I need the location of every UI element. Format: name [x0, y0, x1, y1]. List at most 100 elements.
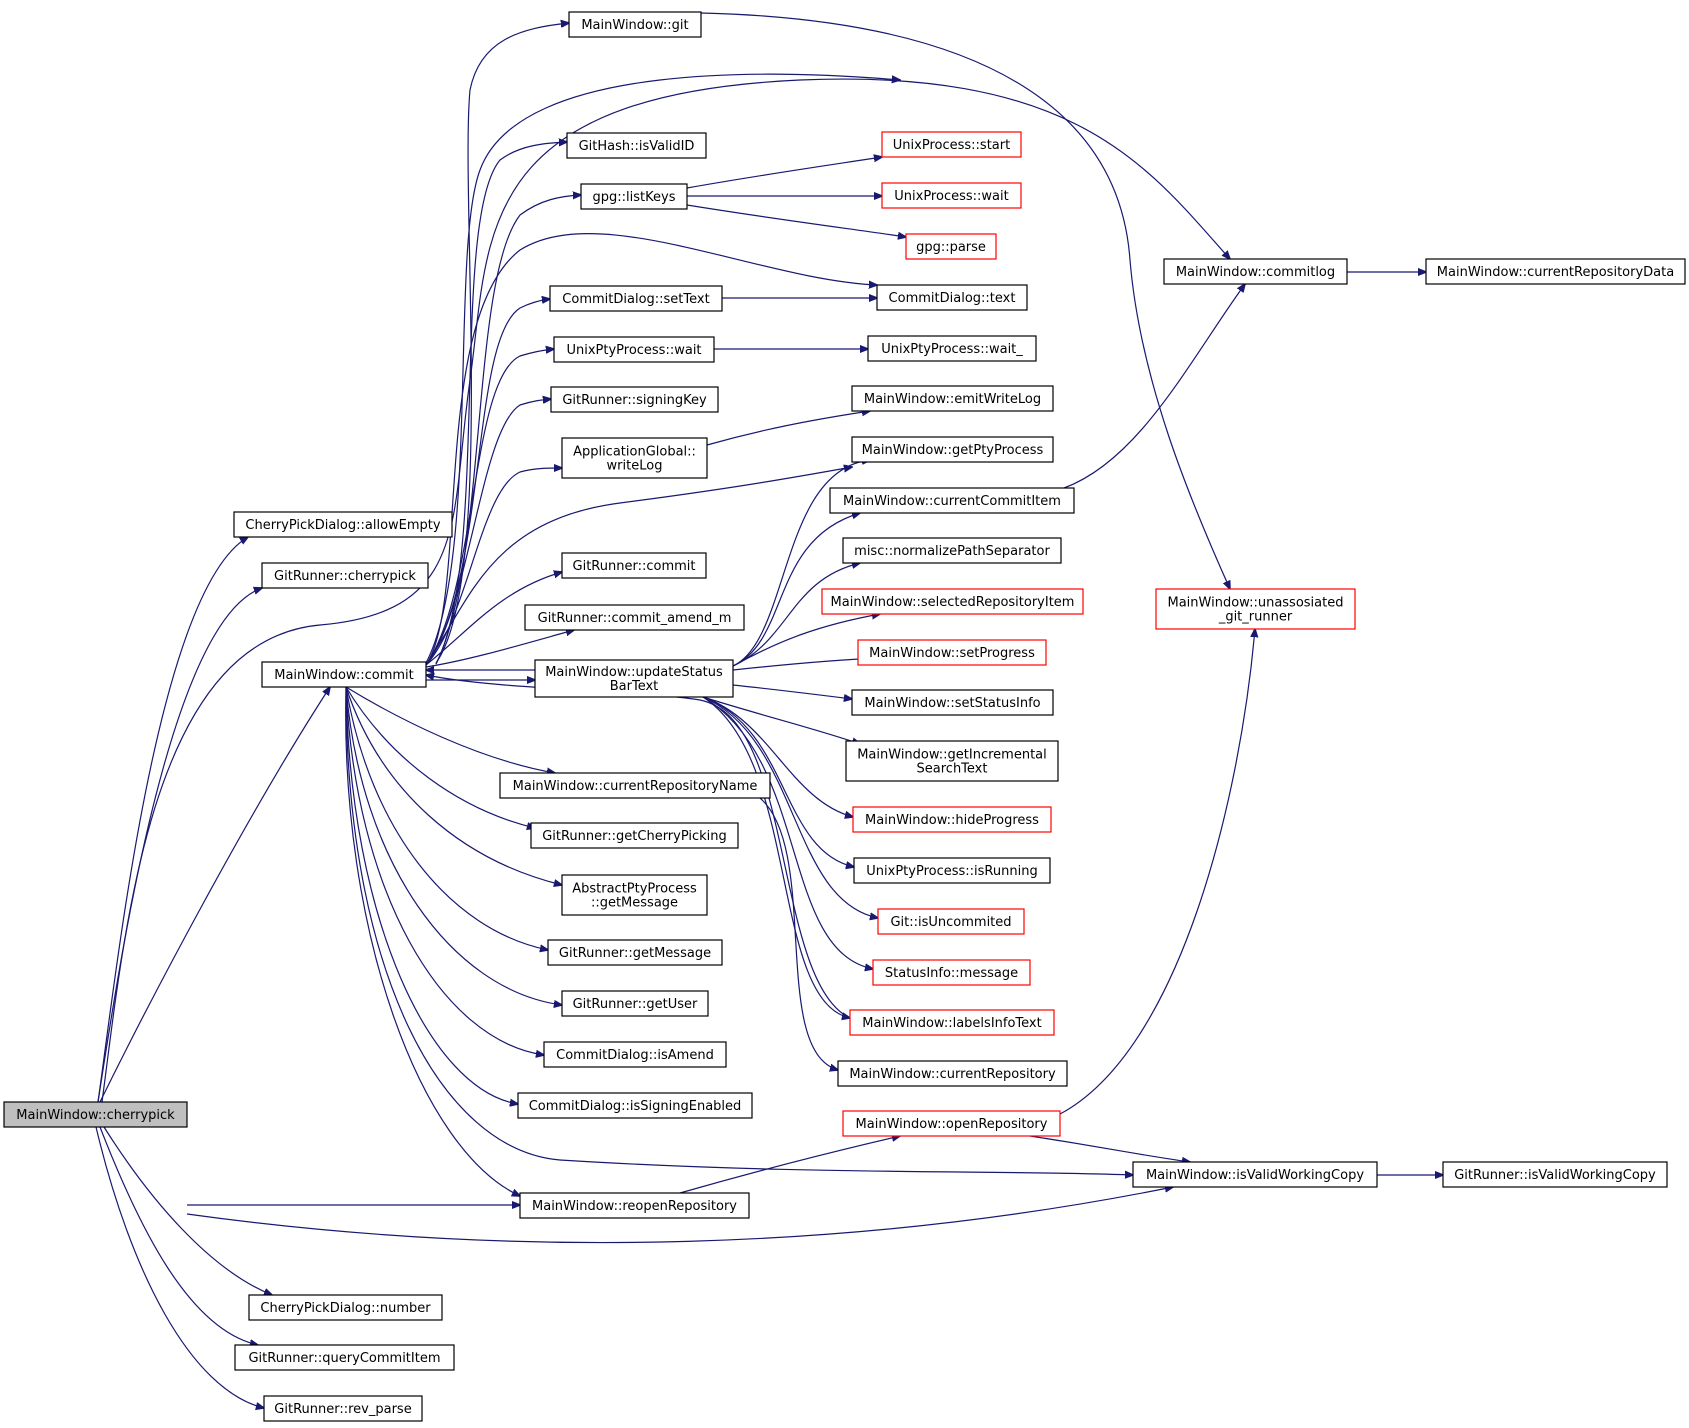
graph-node-getPtyProcess[interactable]: MainWindow::getPtyProcess — [851, 436, 1054, 463]
node-box — [499, 772, 771, 799]
graph-node-currentRepository[interactable]: MainWindow::currentRepository — [837, 1060, 1068, 1087]
call-edge-listKeys-to-ux_start — [686, 157, 882, 189]
graph-node-getUser[interactable]: GitRunner::getUser — [561, 990, 709, 1017]
call-edge-commit-to-mw_isValidWorkingCopy — [345, 686, 1133, 1175]
node-label: GitRunner::getCherryPicking — [542, 829, 727, 844]
node-label: MainWindow::currentRepositoryName — [513, 779, 758, 794]
call-edge-commit-to-getUser — [345, 686, 562, 1005]
graph-node-normalizePathSeparator[interactable]: misc::normalizePathSeparator — [842, 537, 1062, 564]
node-label: misc::normalizePathSeparator — [854, 544, 1050, 559]
node-label: MainWindow::setProgress — [869, 646, 1035, 661]
node-label: MainWindow::currentRepository — [849, 1067, 1056, 1082]
call-edge-commit-to-commit_amend_m — [425, 630, 574, 668]
node-label: gpg::listKeys — [593, 190, 676, 205]
graph-node-cherrypick[interactable]: MainWindow::cherrypick — [3, 1101, 188, 1128]
graph-node-openRepository[interactable]: MainWindow::openRepository — [842, 1110, 1061, 1137]
graph-node-reopenRepository[interactable]: MainWindow::reopenRepository — [519, 1192, 750, 1219]
graph-node-setText[interactable]: CommitDialog::setText — [549, 285, 723, 312]
graph-node-git[interactable]: MainWindow::git — [568, 11, 702, 38]
graph-node-unassosiated[interactable]: MainWindow::unassosiated_git_runner — [1155, 588, 1356, 630]
node-box — [543, 1041, 727, 1068]
graph-node-gpg_parse[interactable]: gpg::parse — [905, 233, 997, 260]
call-edge-listKeys-to-gpg_parse — [686, 204, 906, 237]
graph-node-rev_parse[interactable]: GitRunner::rev_parse — [263, 1395, 423, 1422]
call-edge-commit-to-writeLog — [425, 468, 562, 666]
graph-node-allowEmpty[interactable]: CherryPickDialog::allowEmpty — [233, 511, 453, 538]
graph-node-hideProgress[interactable]: MainWindow::hideProgress — [852, 806, 1052, 833]
graph-node-signingKey[interactable]: GitRunner::signingKey — [550, 386, 719, 413]
graph-node-getCherryPicking[interactable]: GitRunner::getCherryPicking — [530, 822, 739, 849]
node-label: UnixPtyProcess::wait_ — [881, 342, 1023, 357]
graph-node-emitWriteLog[interactable]: MainWindow::emitWriteLog — [851, 385, 1054, 412]
node-label: StatusInfo::message — [885, 966, 1018, 981]
node-box — [568, 11, 702, 38]
node-label: MainWindow::getPtyProcess — [862, 443, 1044, 458]
call-edge-commit-to-cd_text — [425, 233, 877, 666]
graph-node-cd_text[interactable]: CommitDialog::text — [876, 284, 1028, 311]
graph-node-queryCommitItem[interactable]: GitRunner::queryCommitItem — [234, 1344, 455, 1371]
call-edge-commit-to-currentRepositoryName — [345, 686, 555, 773]
graph-node-si_message[interactable]: StatusInfo::message — [872, 959, 1031, 986]
node-box — [821, 588, 1084, 615]
graph-node-isSigningEnabled[interactable]: CommitDialog::isSigningEnabled — [517, 1092, 753, 1119]
node-box — [1132, 1161, 1378, 1188]
node-label: _git_runner — [1218, 610, 1293, 625]
graph-node-listKeys[interactable]: gpg::listKeys — [580, 183, 688, 210]
graph-node-labelsInfoText[interactable]: MainWindow::labelsInfoText — [849, 1009, 1055, 1036]
node-label: GitRunner::cherrypick — [274, 569, 416, 584]
graph-node-commit_amend_m[interactable]: GitRunner::commit_amend_m — [524, 604, 745, 631]
graph-node-isAmend[interactable]: CommitDialog::isAmend — [543, 1041, 727, 1068]
node-label: MainWindow::emitWriteLog — [864, 392, 1041, 407]
node-box — [549, 285, 723, 312]
graph-node-currentRepositoryName[interactable]: MainWindow::currentRepositoryName — [499, 772, 771, 799]
call-edge-commit-to-getPtyProcess — [425, 467, 852, 666]
graph-node-selectedRepositoryItem[interactable]: MainWindow::selectedRepositoryItem — [821, 588, 1084, 615]
node-label: UnixPtyProcess::isRunning — [866, 864, 1037, 879]
graph-node-isValidID[interactable]: GitHash::isValidID — [566, 132, 707, 159]
node-box — [851, 689, 1054, 716]
graph-node-wait_[interactable]: UnixPtyProcess::wait_ — [867, 335, 1037, 362]
call-edge-cherrypick-to-mw_isValidWorkingCopy — [186, 1187, 1173, 1244]
graph-node-abs_getMessage[interactable]: AbstractPtyProcess::getMessage — [561, 874, 708, 916]
node-label: CommitDialog::text — [889, 291, 1016, 306]
graph-node-isUncommited[interactable]: Git::isUncommited — [877, 908, 1025, 935]
call-edge-commit-to-isSigningEnabled — [345, 686, 518, 1104]
graph-node-commit[interactable]: MainWindow::commit — [261, 661, 427, 688]
graph-node-setProgress[interactable]: MainWindow::setProgress — [857, 639, 1047, 666]
node-label: GitHash::isValidID — [579, 139, 695, 154]
graph-node-gr_commit[interactable]: GitRunner::commit — [561, 552, 707, 579]
node-label: MainWindow::getIncremental — [857, 748, 1047, 763]
graph-node-isRunning[interactable]: UnixPtyProcess::isRunning — [853, 857, 1051, 884]
node-label: ::getMessage — [591, 896, 678, 911]
node-box — [3, 1101, 188, 1128]
graph-node-number[interactable]: CherryPickDialog::number — [248, 1294, 443, 1321]
graph-node-commitlog[interactable]: MainWindow::commitlog — [1163, 258, 1348, 285]
node-label: MainWindow::reopenRepository — [532, 1199, 737, 1214]
node-label: MainWindow::isValidWorkingCopy — [1146, 1168, 1364, 1183]
node-label: gpg::parse — [916, 240, 986, 255]
graph-node-gr_getMessage[interactable]: GitRunner::getMessage — [547, 939, 723, 966]
graph-node-gr_isValidWorkingCopy[interactable]: GitRunner::isValidWorkingCopy — [1442, 1161, 1668, 1188]
node-box — [857, 639, 1047, 666]
node-box — [842, 1110, 1061, 1137]
graph-node-ux_wait[interactable]: UnixProcess::wait — [881, 182, 1022, 209]
graph-node-setStatusInfo[interactable]: MainWindow::setStatusInfo — [851, 689, 1054, 716]
call-edge-cherrypick-to-queryCommitItem — [99, 1126, 258, 1345]
node-box — [261, 562, 429, 589]
graph-node-writeLog[interactable]: ApplicationGlobal::writeLog — [561, 437, 708, 479]
graph-node-gr_cherrypick[interactable]: GitRunner::cherrypick — [261, 562, 429, 589]
graph-node-ptyWait[interactable]: UnixPtyProcess::wait — [553, 336, 715, 363]
node-box — [842, 537, 1062, 564]
graph-node-currentCommitItem[interactable]: MainWindow::currentCommitItem — [829, 487, 1075, 514]
graph-node-ux_start[interactable]: UnixProcess::start — [881, 131, 1022, 158]
node-label: CommitDialog::isSigningEnabled — [529, 1099, 742, 1114]
node-label: CommitDialog::isAmend — [556, 1048, 714, 1063]
graph-node-mw_isValidWorkingCopy[interactable]: MainWindow::isValidWorkingCopy — [1132, 1161, 1378, 1188]
node-label: MainWindow::selectedRepositoryItem — [831, 595, 1075, 610]
node-box — [580, 183, 688, 210]
node-label: MainWindow::setStatusInfo — [864, 696, 1040, 711]
graph-node-currentRepositoryData[interactable]: MainWindow::currentRepositoryData — [1425, 258, 1686, 285]
call-edge-cherrypick-to-allowEmpty — [97, 537, 248, 1103]
